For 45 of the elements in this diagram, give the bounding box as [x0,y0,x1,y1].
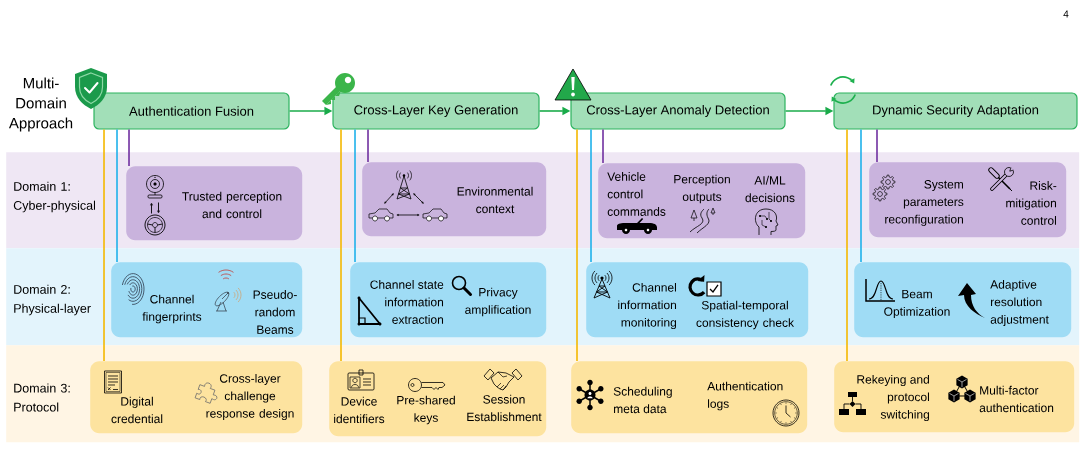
feature-label: Spatial-temporal consistency check [696,300,795,330]
feature-label: Environmental context [457,186,533,214]
feature-label: Pseudo-random Beams [253,290,297,334]
stage-box: Authentication Fusion [93,92,290,130]
connector-line [590,128,592,263]
feature-label: Channel state information extraction [370,280,444,324]
heading-label: Multi-Domain Approach [8,77,73,132]
feature-label: Beam Optimization [884,289,950,319]
connector-line [576,128,578,362]
feature-label: Privacy amplification [465,287,531,317]
domain-label: Domain 2: Physical-layer [14,284,91,316]
feature-label: Channel information monitoring [618,282,676,330]
feature-label: Digital credential [111,396,163,424]
feature-label: Rekeying and protocol switching [857,374,929,422]
connector-line [367,128,369,163]
feature-label: Scheduling meta data [613,386,672,414]
connector-line [340,128,342,362]
feature-label: System parameters reconfiguration [885,180,964,226]
feature-label: Authentication logs [707,381,783,411]
stage-box: Cross-Layer Key Generation [332,92,540,130]
connector-line [876,128,878,163]
feature-label: Cross-layer challenge response design [206,373,294,421]
connector-line [354,128,356,263]
page-number: 4 [1063,10,1069,18]
feature-label: Risk-mitigation control [1006,181,1057,225]
feature-label: Adaptive resolution adjustment [990,279,1049,327]
feature-label: Multi-factor authentication [979,385,1054,413]
connector-line [846,128,848,362]
connector-line [602,128,604,164]
feature-label: Device identifiers [334,396,385,424]
connector-line [128,128,130,167]
feature-label: Channel fingerprints [142,294,202,324]
connector-line [860,128,862,263]
feature-label: Session Establishment [467,394,542,422]
connector-line [103,128,105,362]
feature-label: Vehicle control commands [607,172,666,216]
domain-label: Domain 3: Protocol [14,383,70,412]
feature-label: Perception outputs [674,174,730,204]
stage-box: Dynamic Security Adaptation [833,92,1078,130]
connector-line [116,128,118,263]
feature-label: AI/ML decisions [745,175,795,203]
domain-label: Domain 1: Cyber-physical [13,181,96,213]
feature-label: Pre-shared keys [397,395,455,425]
feature-label: Trusted perception and control [182,191,282,219]
stage-box: Cross-Layer Anomaly Detection [570,92,786,130]
